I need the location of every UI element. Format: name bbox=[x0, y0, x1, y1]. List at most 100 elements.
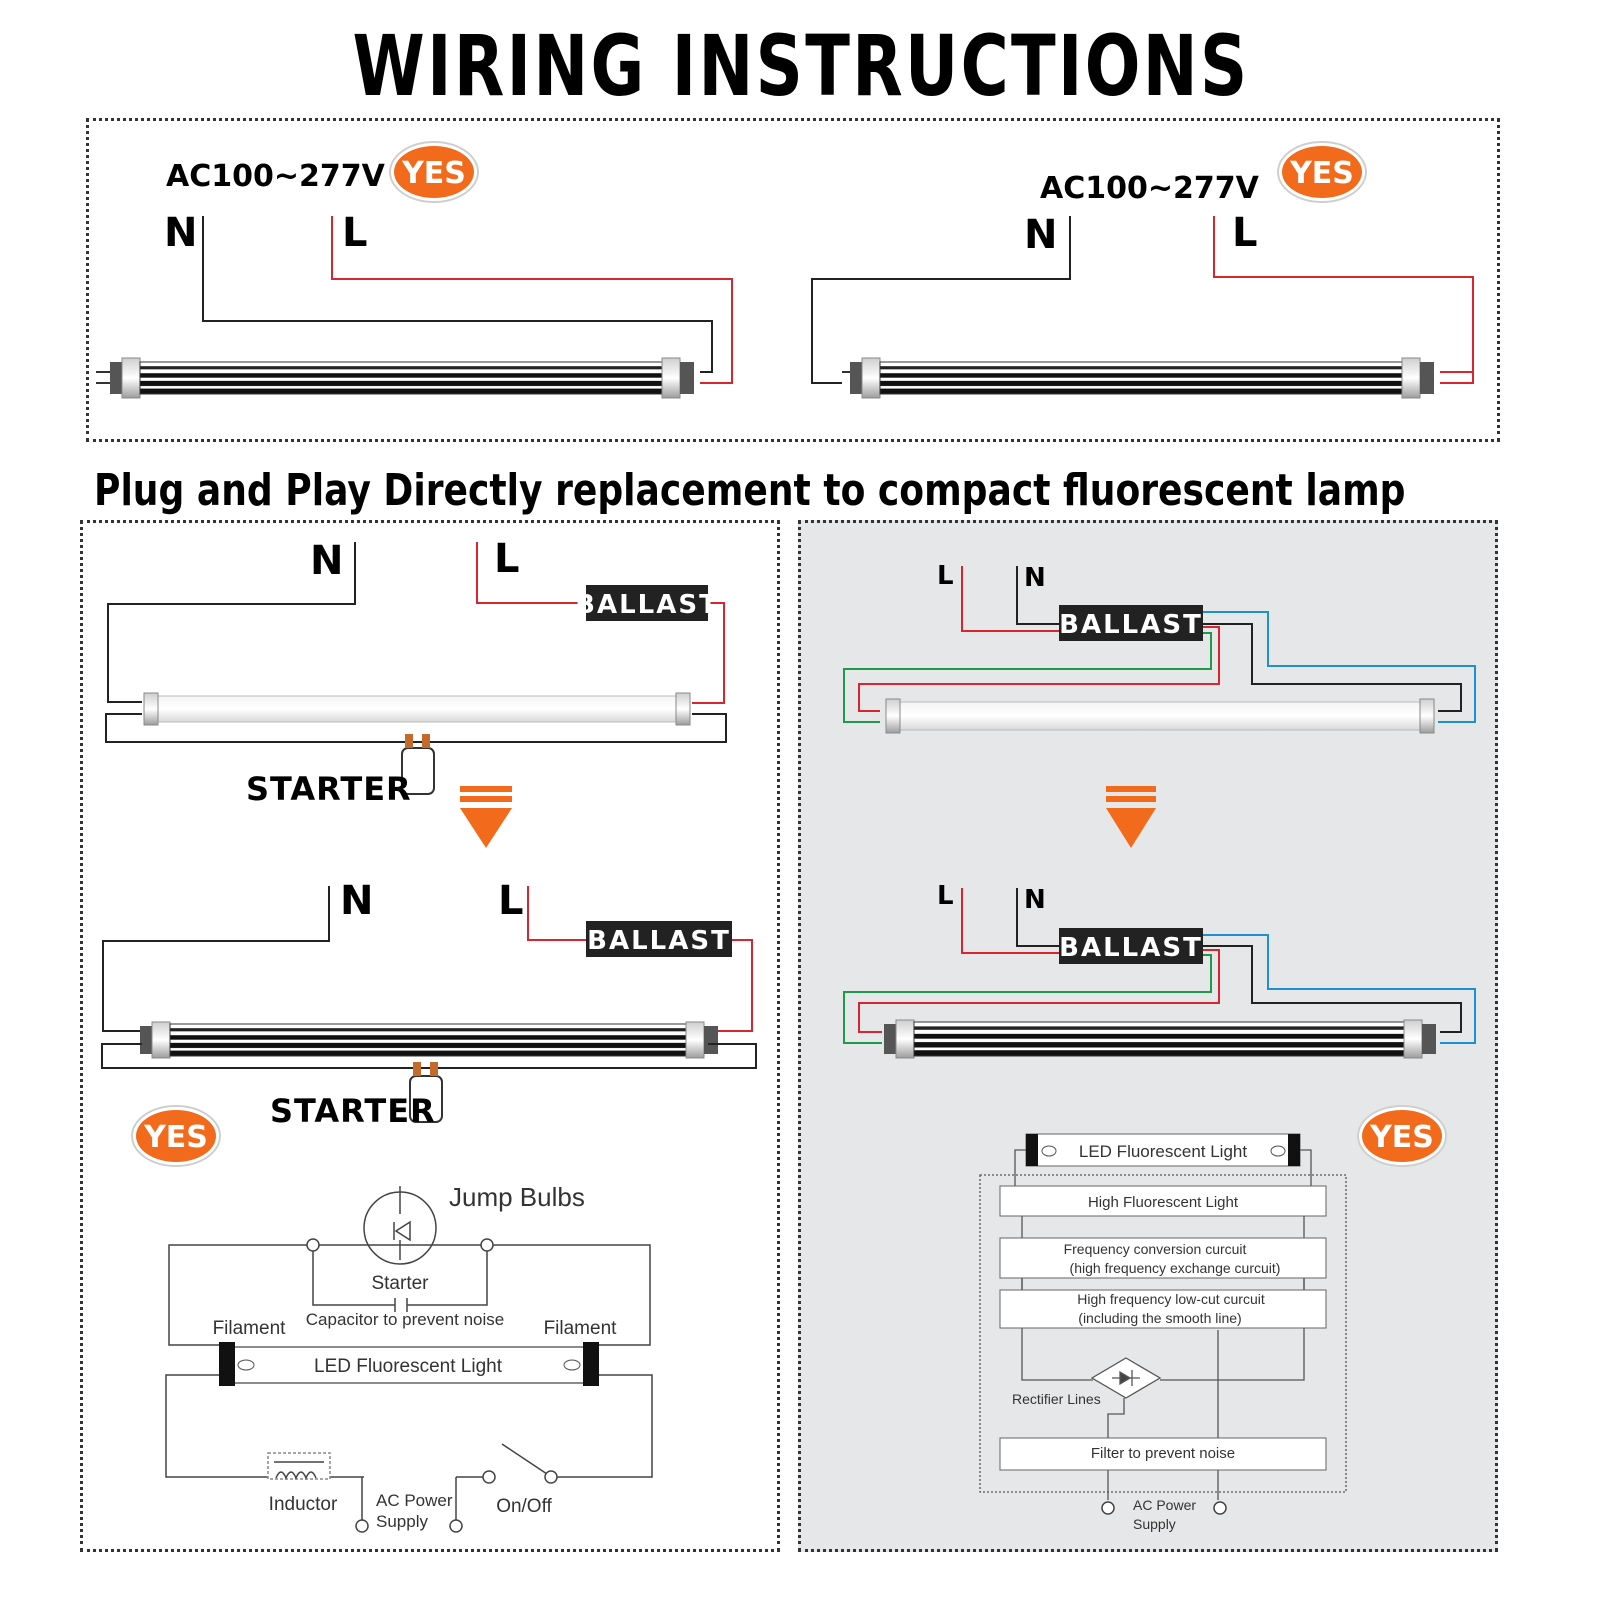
led-tube bbox=[140, 1021, 718, 1059]
n-label: N bbox=[340, 878, 373, 924]
frequency-label-2: (high frequency exchange curcuit) bbox=[1070, 1260, 1281, 1276]
l-label: L bbox=[1232, 210, 1258, 256]
ballast-box: BALLAST bbox=[586, 921, 732, 957]
neutral-wire bbox=[811, 216, 1071, 384]
subtitle: Plug and Play Directly replacement to co… bbox=[94, 465, 1406, 516]
starter-loop bbox=[101, 1043, 757, 1069]
filament-left bbox=[219, 1342, 235, 1386]
right-electronic-ballast-diagram: L N BALLAST L N BALLAST bbox=[843, 561, 1476, 1532]
starter-loop bbox=[105, 713, 727, 743]
neutral-wire bbox=[102, 886, 330, 1032]
line-wire bbox=[527, 886, 586, 941]
n-label: N bbox=[1024, 212, 1057, 258]
jump-bulbs-label: Jump Bulbs bbox=[449, 1182, 585, 1212]
n-label: N bbox=[310, 538, 343, 584]
ballast-text: BALLAST bbox=[1059, 933, 1203, 963]
filament-label-left: Filament bbox=[213, 1318, 287, 1339]
high-fluorescent-block bbox=[999, 1185, 1327, 1217]
led-light-label: LED Fluorescent Light bbox=[1079, 1142, 1247, 1161]
neutral-wire bbox=[202, 216, 713, 373]
frequency-block bbox=[999, 1237, 1327, 1279]
supply-label: Supply bbox=[1133, 1516, 1176, 1532]
ballast-text: BALLAST bbox=[587, 926, 731, 956]
line-wire bbox=[961, 888, 1059, 954]
capacitor-label: Capacitor to prevent noise bbox=[306, 1310, 504, 1329]
voltage-label: AC100~277V bbox=[166, 159, 386, 194]
left-panel bbox=[80, 520, 780, 1552]
lowcut-label-1: High frequency low-cut curcuit bbox=[1077, 1291, 1265, 1307]
yes-badge: YES bbox=[131, 1105, 221, 1167]
led-light-block bbox=[1025, 1133, 1301, 1167]
supply-label: Supply bbox=[376, 1512, 428, 1531]
yes-badge: YES bbox=[1357, 1105, 1447, 1167]
yes-text: YES bbox=[143, 1120, 208, 1155]
yes-badge: YES bbox=[389, 141, 479, 203]
starter bbox=[409, 1062, 443, 1123]
l-label: L bbox=[342, 210, 368, 256]
inductor-label: Inductor bbox=[269, 1494, 338, 1515]
line-wire bbox=[331, 216, 733, 384]
l-label: L bbox=[937, 561, 954, 591]
on-off-label: On/Off bbox=[496, 1496, 552, 1517]
high-fluorescent-label: High Fluorescent Light bbox=[1088, 1194, 1239, 1211]
fluorescent-tube bbox=[143, 695, 691, 723]
neutral-wire bbox=[107, 542, 356, 703]
ballast-box: BALLAST bbox=[1059, 605, 1203, 641]
ballast-box: BALLAST bbox=[575, 585, 719, 621]
ac-power-label: AC Power bbox=[1133, 1497, 1196, 1513]
yes-text: YES bbox=[1369, 1120, 1434, 1155]
starter-label: STARTER bbox=[270, 1092, 436, 1130]
ac-power-label: AC Power bbox=[376, 1491, 453, 1510]
neutral-wire bbox=[1016, 888, 1059, 947]
lowcut-block bbox=[999, 1289, 1327, 1329]
led-light-label: LED Fluorescent Light bbox=[314, 1356, 503, 1377]
yes-text: YES bbox=[401, 156, 466, 191]
red-wire bbox=[858, 949, 1220, 1033]
starter-schematic-label: Starter bbox=[371, 1273, 429, 1294]
left-fluorescent-diagram: N L BALLAST STARTER N L BALLA bbox=[101, 536, 757, 1533]
l-label: L bbox=[498, 878, 524, 924]
ballast-box: BALLAST bbox=[1059, 928, 1203, 964]
line-wire bbox=[1213, 216, 1474, 384]
led-tube bbox=[884, 1019, 1436, 1059]
ballast-text: BALLAST bbox=[575, 590, 719, 620]
led-tube bbox=[850, 357, 1434, 399]
frequency-label-1: Frequency conversion curcuit bbox=[1064, 1241, 1247, 1257]
blue-wire bbox=[1203, 611, 1476, 723]
black-wire bbox=[1203, 945, 1462, 1033]
filament-label-right: Filament bbox=[544, 1318, 618, 1339]
filter-label: Filter to prevent noise bbox=[1091, 1445, 1235, 1462]
left-schematic bbox=[165, 1186, 653, 1522]
rectifier-label: Rectifier Lines bbox=[1012, 1391, 1101, 1407]
top-left-diagram: AC100~277V YES N L bbox=[96, 141, 733, 399]
line-wire bbox=[476, 542, 586, 604]
neutral-wire bbox=[1016, 566, 1059, 625]
l-label: L bbox=[937, 881, 954, 911]
blue-wire bbox=[1203, 934, 1476, 1044]
down-arrow-icon bbox=[460, 786, 512, 848]
starter-label: STARTER bbox=[246, 770, 412, 808]
starter bbox=[401, 734, 435, 795]
ballast-wire bbox=[708, 939, 753, 1032]
top-panel bbox=[86, 118, 1500, 442]
l-label: L bbox=[494, 536, 520, 582]
n-label: N bbox=[164, 210, 197, 256]
voltage-label: AC100~277V bbox=[1040, 171, 1260, 206]
led-tube bbox=[96, 357, 694, 399]
fluorescent-tube bbox=[887, 701, 1435, 731]
yes-text: YES bbox=[1289, 156, 1354, 191]
filter-block bbox=[999, 1437, 1327, 1471]
n-label: N bbox=[1024, 885, 1046, 915]
n-label: N bbox=[1024, 563, 1046, 593]
ballast-wire bbox=[692, 602, 725, 704]
ballast-text: BALLAST bbox=[1059, 610, 1203, 640]
filament-right bbox=[583, 1342, 599, 1386]
green-wire bbox=[843, 632, 1212, 723]
yes-badge: YES bbox=[1277, 141, 1367, 203]
green-wire bbox=[843, 954, 1212, 1044]
page-title: WIRING INSTRUCTIONS bbox=[352, 17, 1250, 115]
line-wire bbox=[961, 566, 1059, 632]
red-wire bbox=[858, 626, 1220, 712]
top-right-diagram: AC100~277V YES N L bbox=[811, 141, 1474, 399]
